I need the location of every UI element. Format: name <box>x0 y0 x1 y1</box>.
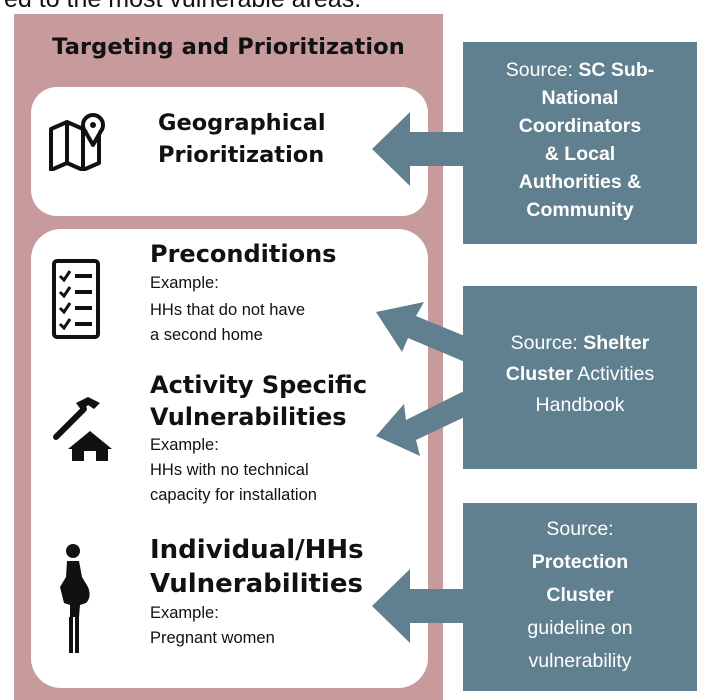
activity-title-line2: Vulnerabilities <box>150 403 347 431</box>
source-sc-line1: Source: SC Sub- <box>505 59 655 81</box>
pregnant-woman-icon <box>60 544 90 653</box>
preconditions-example-label: Example: <box>150 274 219 292</box>
activity-title-line1: Activity Specific <box>150 371 368 399</box>
source-sc-line5: Authorities & <box>518 171 642 193</box>
source-shelter-line1: Source: Shelter <box>510 332 650 354</box>
source-box-shelter: Source: Shelter Cluster Activities Handb… <box>463 286 697 469</box>
map-pin-icon <box>49 113 105 171</box>
source-sc-line4: & Local <box>544 143 616 165</box>
source-protection-line3: Cluster <box>546 584 614 606</box>
arrow-to-individual <box>372 569 468 643</box>
individual-title-line1: Individual/HHs <box>150 535 364 565</box>
source-protection-line2: Protection <box>531 551 629 573</box>
hammer-house-icon <box>53 397 112 461</box>
source-sc-line3: Coordinators <box>518 115 642 137</box>
source-sc-line6: Community <box>526 199 634 221</box>
panel-title: Targeting and Prioritization <box>52 34 405 60</box>
activity-example-line1: HHs with no technical <box>150 461 309 479</box>
geographical-title-line2: Prioritization <box>158 142 325 168</box>
geographical-card: Geographical Prioritization <box>31 87 428 216</box>
criteria-card: Preconditions Example: HHs that do not h… <box>31 229 428 688</box>
arrow-to-geographical <box>372 112 468 186</box>
preconditions-title: Preconditions <box>150 240 337 268</box>
source-shelter-line3: Handbook <box>535 394 625 416</box>
checklist-icon <box>52 259 100 339</box>
top-text-fragment: ed to the most vulnerable areas. <box>0 0 702 14</box>
targeting-panel: Targeting and Prioritization Geographica… <box>14 14 443 700</box>
geographical-title-line1: Geographical <box>158 110 326 136</box>
activity-example-line2: capacity for installation <box>150 486 317 504</box>
activity-example-label: Example: <box>150 436 219 454</box>
individual-title-line2: Vulnerabilities <box>150 569 363 599</box>
source-box-protection: Source: Protection Cluster guideline on … <box>463 503 697 691</box>
individual-example-line1: Pregnant women <box>150 629 275 647</box>
individual-example-label: Example: <box>150 604 219 622</box>
source-box-sc: Source: SC Sub- National Coordinators & … <box>463 42 697 244</box>
source-protection-line5: vulnerability <box>528 650 632 672</box>
preconditions-example-line2: a second home <box>150 326 263 344</box>
preconditions-example-line1: HHs that do not have <box>150 301 306 319</box>
source-shelter-line2: Cluster Activities <box>505 363 655 385</box>
source-protection-line4: guideline on <box>527 617 633 639</box>
source-protection-line1: Source: <box>546 518 614 540</box>
source-sc-line2: National <box>541 87 619 109</box>
